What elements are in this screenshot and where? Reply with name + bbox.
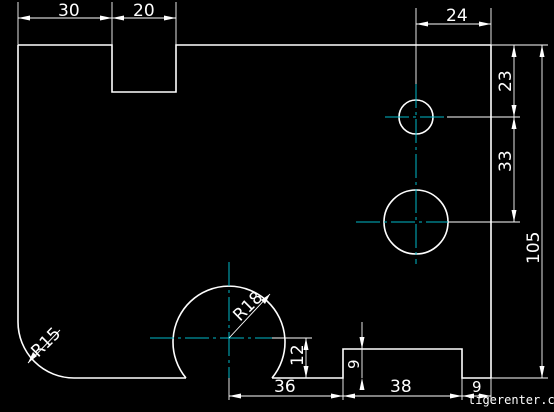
dim-bottom-36: 36 <box>274 377 296 397</box>
arc-cutout-r18 <box>172 285 286 379</box>
dim-height-12: 12 <box>288 344 308 366</box>
bottom-edge-middle <box>272 348 491 379</box>
dim-top-left-30: 30 <box>58 1 80 21</box>
dim-radius-arc: R18 <box>229 288 267 326</box>
dim-right-23: 23 <box>496 70 516 92</box>
dim-height-9-block: 9 <box>345 359 363 369</box>
dim-right-105: 105 <box>524 232 544 264</box>
watermark-text: tigerenter.c <box>468 393 554 407</box>
corner-fillet-r15 <box>17 321 75 379</box>
dimension-labels: 30 20 24 23 33 105 R15 R18 12 9 36 38 9 <box>27 1 544 397</box>
dim-top-right-24: 24 <box>446 6 468 26</box>
part-outline <box>17 44 492 379</box>
top-edge-with-notch <box>18 44 491 93</box>
center-lines <box>150 84 476 378</box>
dim-top-notch-20: 20 <box>133 1 155 21</box>
dim-bottom-9: 9 <box>472 378 482 396</box>
dim-right-33: 33 <box>496 150 516 172</box>
dimension-lines <box>17 2 548 400</box>
dim-bottom-38: 38 <box>390 377 412 397</box>
arrowheads <box>18 15 545 399</box>
